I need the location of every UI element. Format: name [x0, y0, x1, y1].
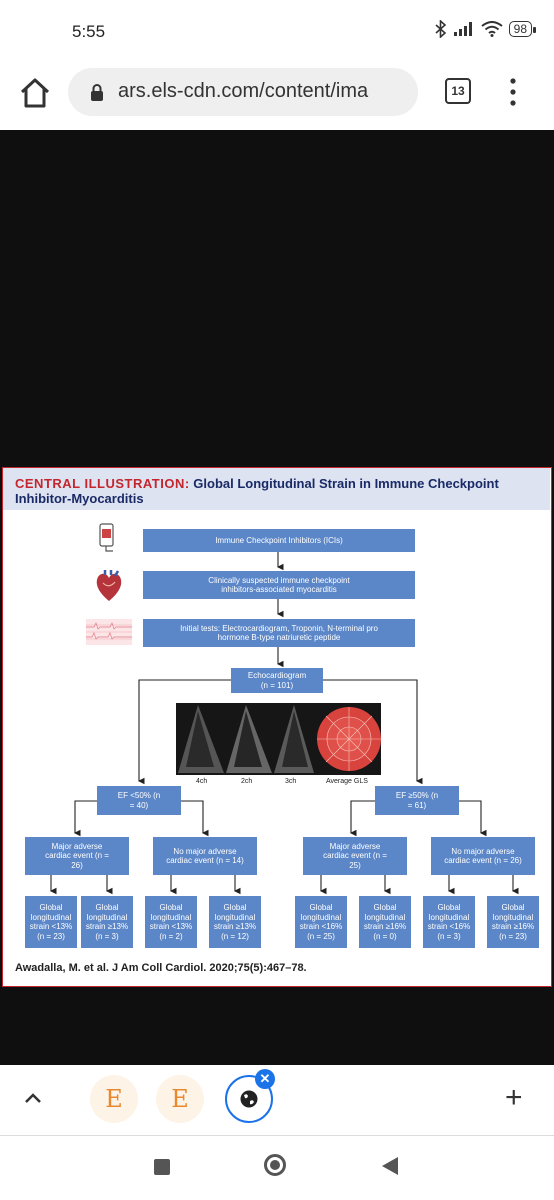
overflow-menu-icon[interactable] [505, 76, 521, 108]
box-initial-tests: Initial tests: Electrocardiogram, Tropon… [143, 619, 415, 647]
box-gls-5: Global longitudinal strain <16% (n = 25) [295, 896, 347, 948]
address-bar[interactable]: ars.els-cdn.com/content/ima [68, 68, 418, 116]
image-viewer[interactable]: CENTRAL ILLUSTRATION: Global Longitudina… [0, 130, 554, 1065]
url-text: ars.els-cdn.com/content/ima [118, 80, 369, 102]
echo-label-3ch: 3ch [285, 778, 297, 785]
box-mace-low-no: No major adverse cardiac event (n = 14) [153, 837, 257, 875]
globe-icon [240, 1090, 258, 1108]
bluetooth-icon [435, 20, 446, 38]
box-gls-6: Global longitudinal strain ≥16% (n = 0) [359, 896, 411, 948]
browser-toolbar: ars.els-cdn.com/content/ima 13 [0, 64, 554, 130]
lock-icon [91, 84, 103, 101]
figure-title-text: Global Longitudinal Strain in Immune Che… [15, 476, 499, 506]
box-gls-1: Global longitudinal strain <13% (n = 23) [25, 896, 77, 948]
figure-title-prefix: CENTRAL ILLUSTRATION: [15, 476, 190, 491]
recents-button[interactable] [154, 1159, 170, 1175]
figure-title: CENTRAL ILLUSTRATION: Global Longitudina… [15, 476, 545, 506]
box-gls-4: Global longitudinal strain ≥13% (n = 12) [209, 896, 261, 948]
box-gls-7: Global longitudinal strain <16% (n = 3) [423, 896, 475, 948]
home-icon[interactable] [18, 76, 52, 110]
bottom-tab-strip: E E ✕ + [0, 1065, 554, 1135]
central-illustration: CENTRAL ILLUSTRATION: Global Longitudina… [2, 467, 552, 987]
close-tab-button[interactable]: ✕ [255, 1069, 275, 1089]
box-ef-low: EF <50% (n = 40) [97, 786, 181, 815]
tab-switcher-button[interactable]: 13 [445, 78, 471, 104]
chevron-up-icon[interactable] [22, 1087, 44, 1109]
box-ef-high: EF ≥50% (n = 61) [375, 786, 459, 815]
box-echocardiogram: Echocardiogram (n = 101) [231, 668, 323, 693]
heart-icon [96, 570, 122, 601]
echo-label-average-gls: Average GLS [326, 778, 368, 785]
status-time: 5:55 [72, 22, 106, 41]
wifi-icon [481, 21, 503, 37]
echo-label-4ch: 4ch [196, 778, 208, 785]
gls-bullseye-plot [317, 707, 381, 771]
battery-indicator: 98 [508, 21, 537, 37]
echo-label-2ch: 2ch [241, 778, 253, 785]
tab-thumbnail-active[interactable] [225, 1075, 273, 1123]
immunotherapy-icon [99, 523, 114, 552]
box-mace-high-no: No major adverse cardiac event (n = 26) [431, 837, 535, 875]
status-icons: 98 [435, 20, 537, 38]
box-gls-8: Global longitudinal strain ≥16% (n = 23) [487, 896, 539, 948]
figure-citation: Awadalla, M. et al. J Am Coll Cardiol. 2… [15, 962, 307, 974]
home-nav-button[interactable] [264, 1154, 286, 1176]
tab-thumbnail-1[interactable]: E [90, 1075, 138, 1123]
box-mace-high-yes: Major adverse cardiac event (n = 25) [303, 837, 407, 875]
back-button[interactable] [382, 1157, 398, 1175]
box-ici: Immune Checkpoint Inhibitors (ICIs) [143, 529, 415, 552]
status-bar: 5:55 98 [0, 0, 554, 64]
signal-icon [453, 22, 472, 36]
box-gls-2: Global longitudinal strain ≥13% (n = 3) [81, 896, 133, 948]
box-mace-low-yes: Major adverse cardiac event (n = 26) [25, 837, 129, 875]
system-nav-bar [0, 1136, 554, 1200]
divider [0, 1135, 554, 1136]
flowchart-connectors [49, 552, 519, 895]
box-gls-3: Global longitudinal strain <13% (n = 2) [145, 896, 197, 948]
figure-header: CENTRAL ILLUSTRATION: Global Longitudina… [3, 468, 550, 510]
ecg-strip-icon [86, 619, 132, 645]
box-suspected-myocarditis: Clinically suspected immune checkpoint i… [143, 571, 415, 599]
new-tab-button[interactable]: + [505, 1081, 523, 1114]
tab-thumbnail-2[interactable]: E [156, 1075, 204, 1123]
